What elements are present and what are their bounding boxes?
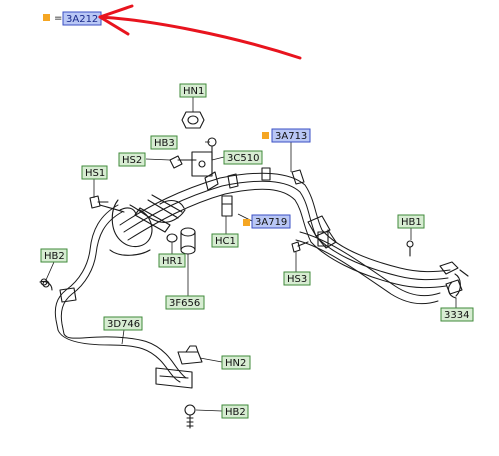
callout-hb2-bottom-label: HB2	[225, 407, 246, 418]
callout-hn2[interactable]: HN2	[221, 355, 251, 370]
nut-hn2-part	[177, 345, 203, 365]
bracket-3c510-part	[191, 151, 213, 177]
leader-lines	[45, 96, 457, 412]
callout-hs2-label: HS2	[122, 155, 142, 166]
legend: = 3A212	[43, 11, 102, 26]
bolt-hb2-bottom-part	[184, 404, 196, 429]
callout-hr1-label: HR1	[162, 256, 183, 267]
callout-3f656-label: 3F656	[169, 298, 200, 309]
clamp-3334-part	[447, 269, 469, 299]
callout-hc1-label: HC1	[215, 236, 236, 247]
callout-hb2-left-label: HB2	[44, 251, 65, 262]
ring-hr1-part	[166, 233, 178, 243]
callout-hs1[interactable]: HS1	[81, 165, 108, 180]
clip-hc1-part	[221, 195, 233, 217]
filter-3f656-part	[180, 227, 196, 255]
callout-3a719-label: 3A719	[255, 217, 287, 228]
legend-code: 3A212	[66, 14, 98, 25]
callout-3c510[interactable]: 3C510	[223, 150, 263, 165]
callout-3f656[interactable]: 3F656	[165, 295, 205, 310]
callout-hs2[interactable]: HS2	[118, 152, 146, 167]
hose-assembly	[39, 167, 463, 389]
screw-hs1-part	[89, 195, 109, 209]
bolt-hb2-left-part	[42, 280, 50, 288]
screw-hs2-part	[169, 155, 197, 169]
callout-3a719[interactable]: 3A719	[243, 214, 291, 229]
callout-hb1[interactable]: HB1	[397, 214, 425, 229]
callout-hn2-label: HN2	[225, 358, 246, 369]
red-arrow-annotation	[98, 4, 302, 60]
callout-hn1-label: HN1	[183, 86, 204, 97]
screw-hs3-part	[291, 241, 309, 253]
nut-hn1-part	[181, 111, 205, 129]
callout-3c510-label: 3C510	[227, 153, 259, 164]
callout-hn1[interactable]: HN1	[179, 83, 207, 98]
callout-3d746-label: 3D746	[107, 319, 140, 330]
legend-equals: =	[54, 13, 62, 24]
callout-3a713-label: 3A713	[275, 131, 307, 142]
callout-3a713[interactable]: 3A713	[262, 128, 311, 143]
callout-hb3-label: HB3	[154, 138, 175, 149]
callout-hs3[interactable]: HS3	[283, 271, 311, 286]
callout-3d746[interactable]: 3D746	[103, 316, 143, 331]
callout-hr1[interactable]: HR1	[158, 253, 186, 268]
callout-hs1-label: HS1	[85, 168, 105, 179]
legend-marker	[43, 14, 50, 21]
callout-hb3[interactable]: HB3	[150, 135, 178, 150]
callout-hb2-bottom[interactable]: HB2	[221, 404, 249, 419]
callout-hc1[interactable]: HC1	[211, 233, 239, 248]
callout-hs3-label: HS3	[287, 274, 307, 285]
callout-hb1-label: HB1	[401, 217, 422, 228]
callout-hb2-left[interactable]: HB2	[40, 248, 68, 263]
bolt-hb1-part	[406, 240, 414, 257]
callouts: HN1 HB3 HS2 3C510 3A713 HS1	[40, 83, 474, 419]
callout-3334[interactable]: 3334	[440, 307, 474, 322]
callout-3334-label: 3334	[444, 310, 469, 321]
